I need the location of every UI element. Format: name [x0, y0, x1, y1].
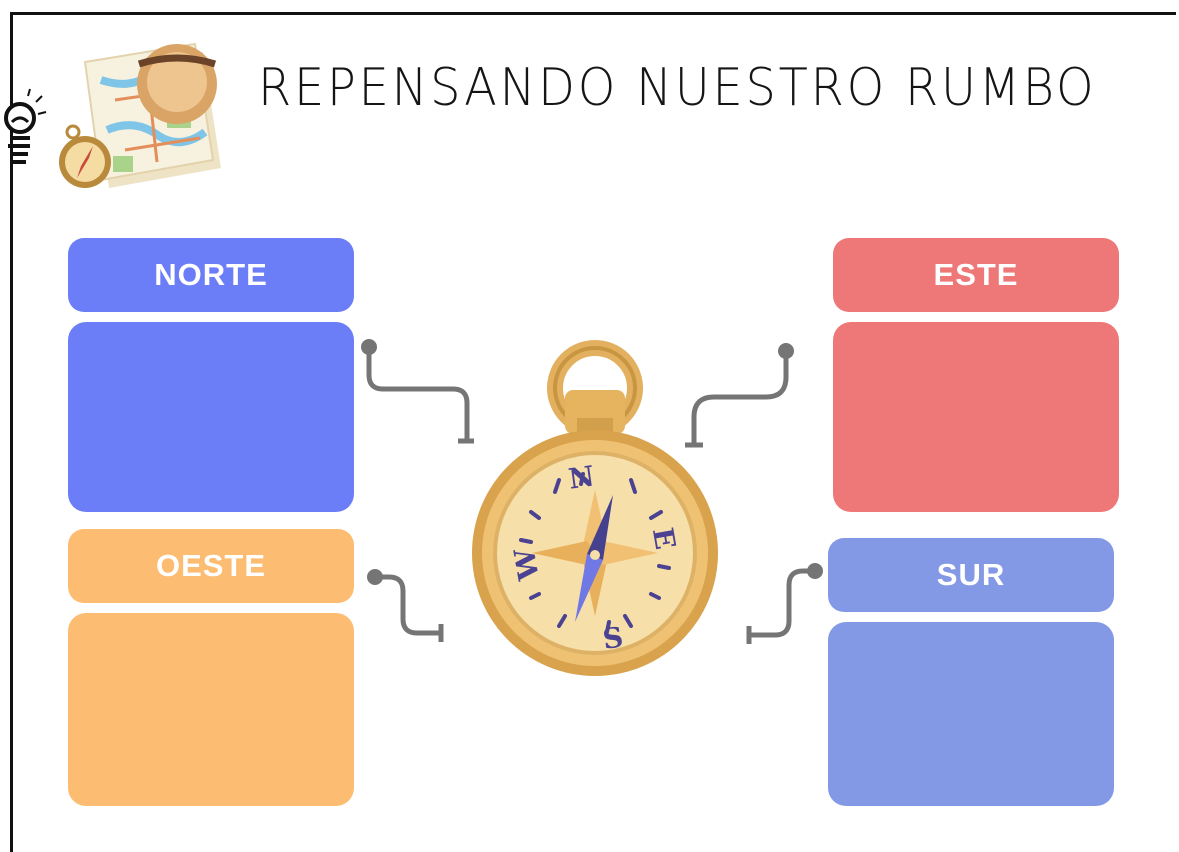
compass-n-label: N — [567, 459, 597, 495]
lightbulb-icon — [4, 88, 47, 164]
sur-label: SUR — [828, 538, 1114, 612]
map-hat-illustration — [59, 42, 221, 188]
page-frame — [10, 12, 1176, 852]
connector-este — [685, 343, 794, 448]
compass-illustration: N E S W — [472, 340, 718, 676]
norte-label: NORTE — [68, 238, 354, 312]
compass-w-label: W — [508, 545, 546, 583]
oeste-content-box[interactable] — [68, 613, 354, 806]
connector-norte — [361, 339, 474, 444]
compass-s-label: S — [601, 620, 626, 655]
norte-content-box[interactable] — [68, 322, 354, 512]
sur-content-box[interactable] — [828, 622, 1114, 806]
explorer-hat-icon — [137, 44, 217, 124]
small-compass-icon — [59, 124, 111, 188]
este-content-box[interactable] — [833, 322, 1119, 512]
page-title: REPENSANDO NUESTRO RUMBO — [258, 58, 1097, 118]
connector-oeste — [367, 569, 444, 642]
connector-sur — [746, 563, 823, 644]
este-label: ESTE — [833, 238, 1119, 312]
oeste-label: OESTE — [68, 529, 354, 603]
